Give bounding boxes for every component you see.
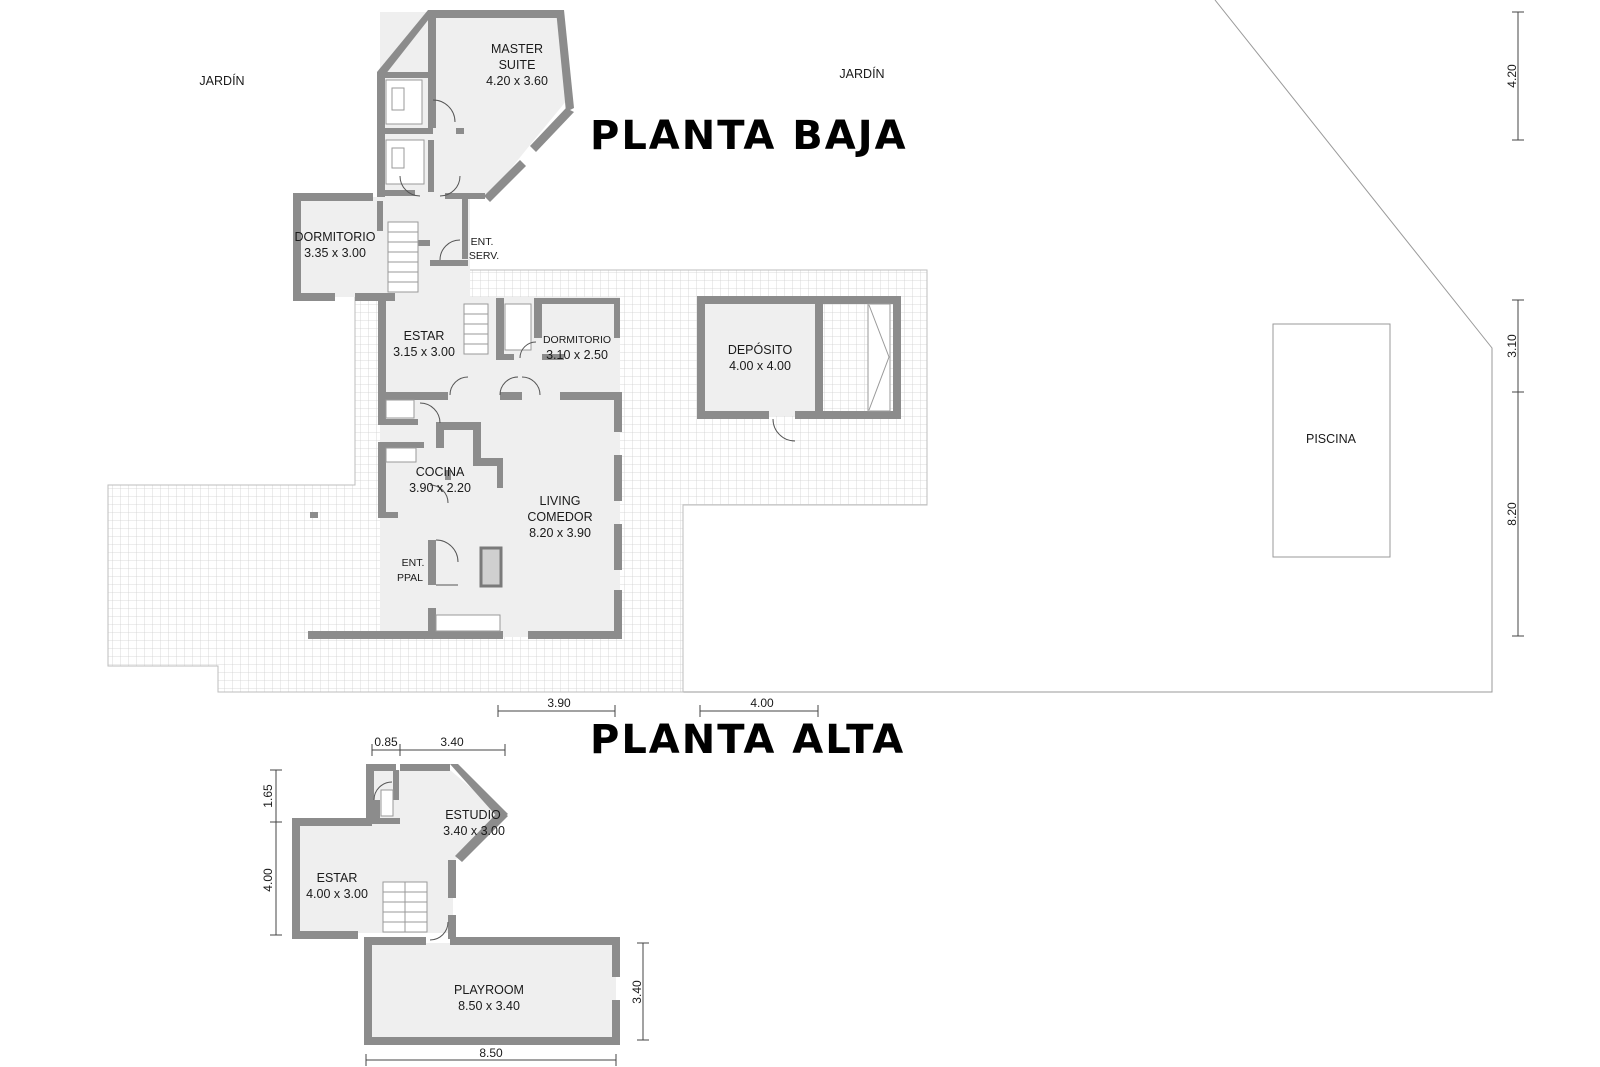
upper-floor-plan (270, 744, 649, 1066)
ground-floor-plan (107, 0, 1524, 717)
deposito-size: 4.00 x 4.00 (729, 359, 791, 373)
playroom-size: 8.50 x 3.40 (458, 999, 520, 1013)
dim-right-mid: 3.10 (1505, 334, 1519, 358)
upper-fixtures (373, 781, 449, 941)
ent-serv-line-1: ENT. (471, 236, 494, 248)
dim-right-top: 4.20 (1505, 64, 1519, 88)
ent-ppal-line-1: ENT. (402, 557, 425, 569)
dormitorio-1-name: DORMITORIO (294, 230, 375, 244)
dormitorio-1-size: 3.35 x 3.00 (304, 246, 366, 260)
estudio-name: ESTUDIO (445, 808, 501, 822)
dim-upper-top-2: 3.40 (440, 735, 464, 749)
living-size: 8.20 x 3.90 (529, 526, 591, 540)
dim-upper-left-1: 1.65 (261, 784, 275, 808)
master-suite-name-2: SUITE (499, 58, 536, 72)
upper-estar-name: ESTAR (317, 871, 358, 885)
cocina-size: 3.90 x 2.20 (409, 481, 471, 495)
ent-serv-line-2: SERV. (469, 250, 499, 262)
cocina-name: COCINA (416, 465, 465, 479)
upper-walls (292, 764, 620, 1045)
piscina-label: PISCINA (1306, 432, 1357, 446)
lot-boundary (683, 0, 1493, 693)
ent-ppal-line-2: PPAL (397, 572, 423, 584)
upper-estar-size: 4.00 x 3.00 (306, 887, 368, 901)
ground-floor-title: PLANTA BAJA (590, 113, 908, 159)
ground-fixtures (385, 79, 1391, 586)
dim-right-bottom: 8.20 (1505, 502, 1519, 526)
playroom-name: PLAYROOM (454, 983, 524, 997)
upper-dimensions (270, 744, 649, 1066)
dim-upper-right: 3.40 (630, 980, 644, 1004)
ground-walls (293, 10, 901, 639)
dim-ground-bottom-1: 3.90 (547, 696, 571, 710)
living-name-2: COMEDOR (527, 510, 592, 524)
dim-upper-top-1: 0.85 (374, 735, 398, 749)
ground-dimensions (497, 11, 1524, 717)
deposito-name: DEPÓSITO (728, 342, 793, 357)
garden-right-label: JARDÍN (839, 66, 884, 81)
master-suite-name-1: MASTER (491, 42, 543, 56)
dim-ground-bottom-2: 4.00 (750, 696, 774, 710)
master-suite-size: 4.20 x 3.60 (486, 74, 548, 88)
dormitorio-2-name: DORMITORIO (543, 334, 611, 346)
dormitorio-2-size: 3.10 x 2.50 (546, 348, 608, 362)
living-name-1: LIVING (540, 494, 581, 508)
estar-size: 3.15 x 3.00 (393, 345, 455, 359)
garden-left-label: JARDÍN (199, 73, 244, 88)
estudio-size: 3.40 x 3.00 (443, 824, 505, 838)
dim-upper-bottom: 8.50 (479, 1046, 503, 1060)
plan-labels: PLANTA BAJA PLANTA ALTA JARDÍN JARDÍN MA… (199, 42, 1519, 1060)
dim-upper-left-2: 4.00 (261, 868, 275, 892)
upper-floor-title: PLANTA ALTA (590, 717, 905, 763)
estar-name: ESTAR (404, 329, 445, 343)
